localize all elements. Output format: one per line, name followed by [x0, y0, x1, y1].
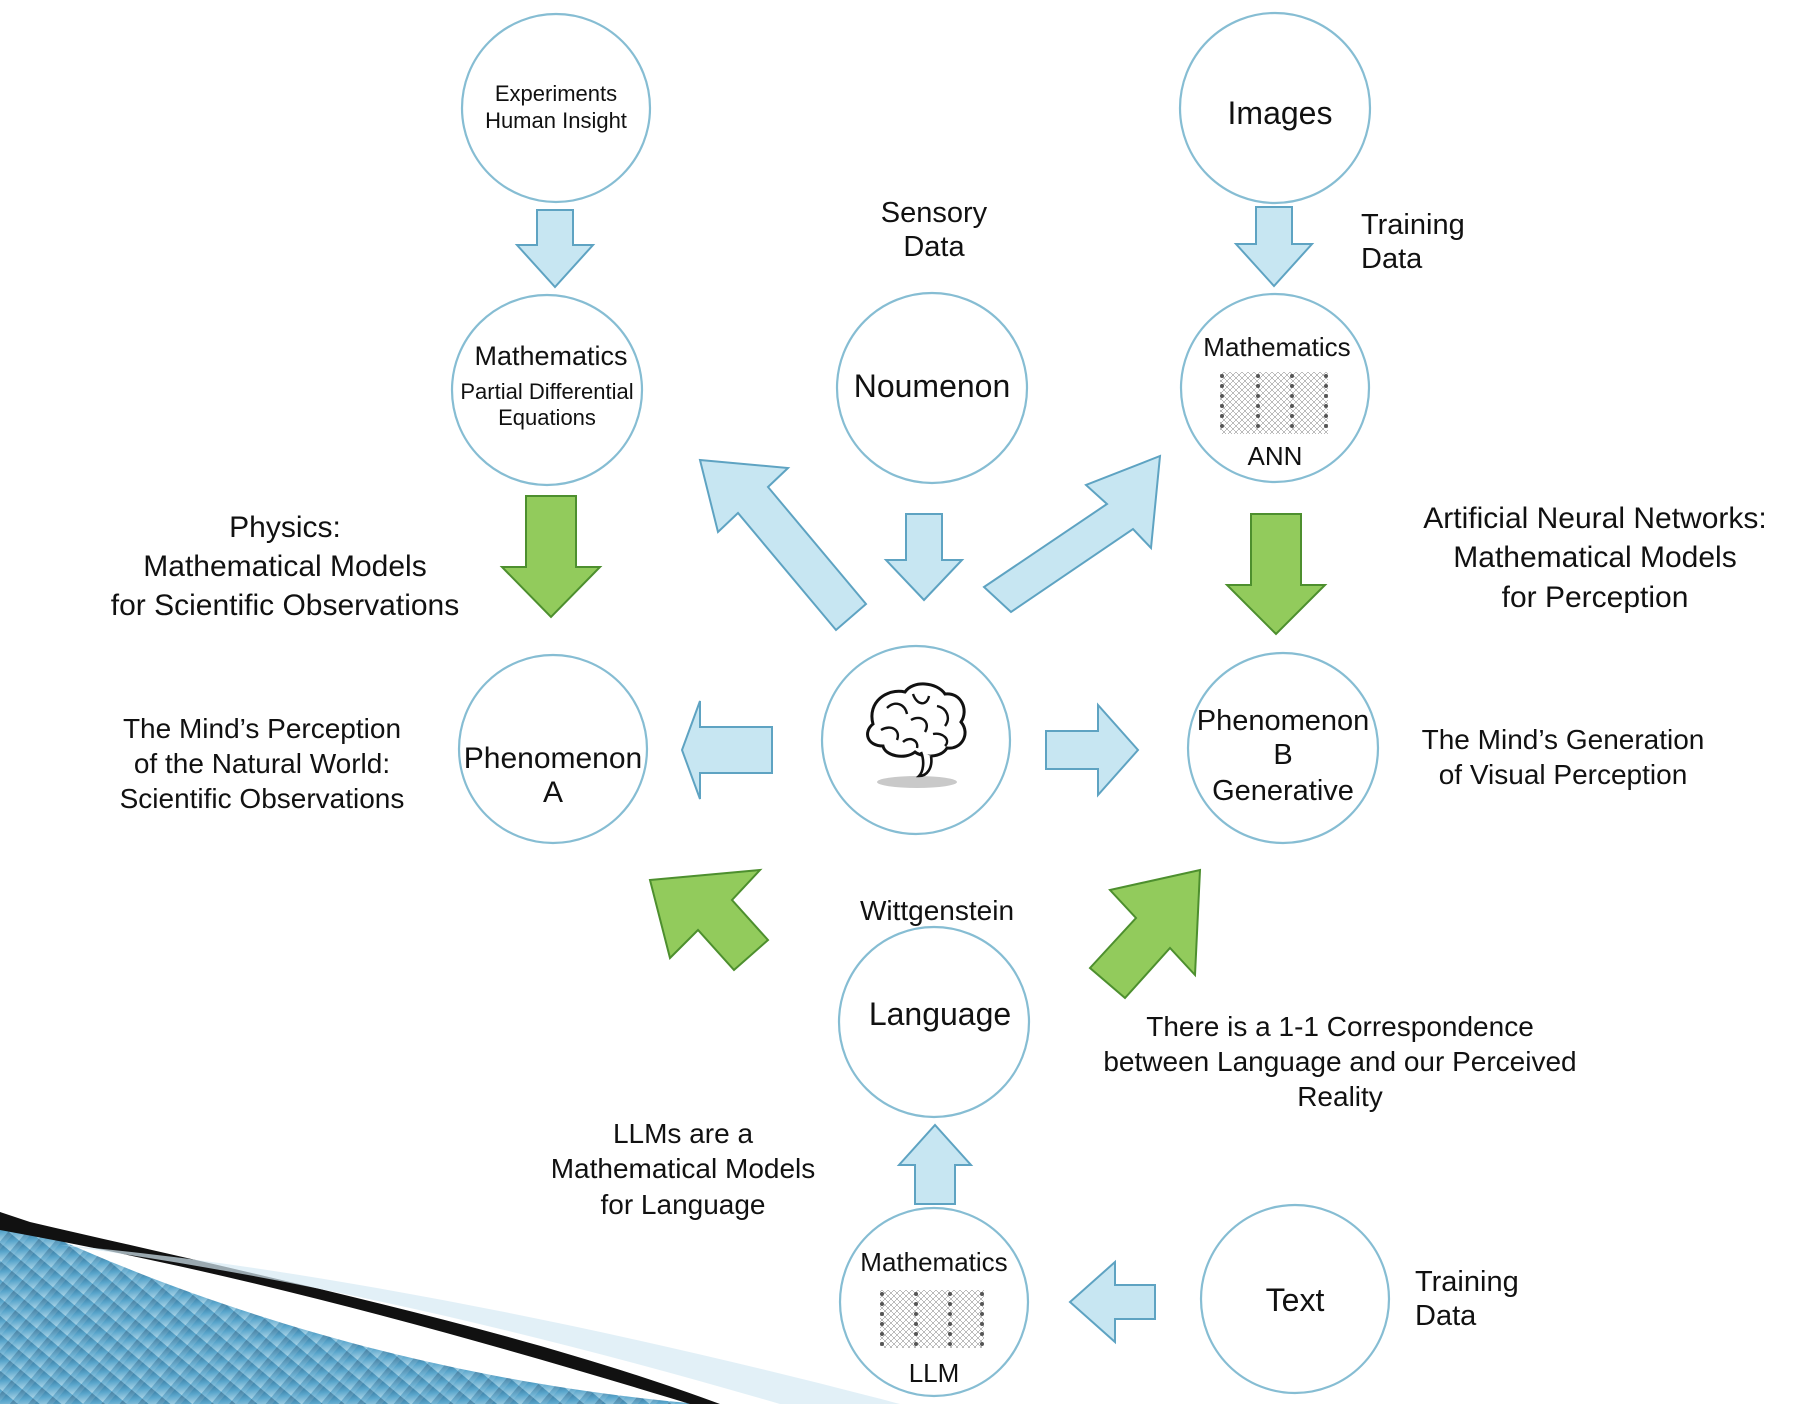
arrow-brain-to-math-ann: [982, 454, 1162, 614]
label-ann-models-line-3: for Perception: [1502, 581, 1689, 614]
brain-icon: [866, 682, 967, 788]
node-language: Language: [837, 925, 1031, 1119]
node-phenomenon-a-line-2: A: [543, 776, 563, 809]
neural-network-icon: [880, 1290, 984, 1348]
arrow-language-to-phenomenon-b: [1088, 868, 1202, 1000]
label-ann-models-line-1: Artificial Neural Networks:: [1423, 502, 1766, 535]
arrow-noumenon-to-brain: [883, 513, 965, 602]
node-images: Images: [1178, 11, 1372, 205]
arrow-language-to-phenomenon-a: [648, 868, 770, 972]
arrow-images-to-math: [1233, 206, 1315, 288]
label-llm-models-line-2: Mathematical Models: [551, 1153, 816, 1184]
node-phenomenon-b-line-2: B: [1273, 739, 1292, 771]
arrow-brain-to-math-pde: [698, 458, 868, 632]
label-training-data-top-line-1: Training: [1361, 209, 1465, 241]
node-math-pde-line-2: Equations: [498, 405, 596, 430]
node-text: Text: [1199, 1203, 1391, 1395]
label-mind-perception-line-3: Scientific Observations: [120, 783, 405, 814]
label-physics: Physics: Mathematical Models for Scienti…: [111, 511, 459, 622]
label-llm-models: LLMs are a Mathematical Models for Langu…: [551, 1118, 816, 1220]
node-math-pde: Mathematics Partial Differential Equatio…: [450, 293, 644, 487]
corner-swoosh-decoration: [0, 1212, 900, 1404]
label-mind-generation-line-2: of Visual Perception: [1439, 759, 1688, 790]
node-math-llm-sub: LLM: [909, 1358, 960, 1388]
arrow-math-pde-to-phenomenon-a: [499, 495, 603, 619]
label-sensory-data-line-2: Data: [903, 231, 965, 263]
arrow-llm-to-language: [896, 1123, 974, 1205]
label-llm-models-line-1: LLMs are a: [613, 1118, 753, 1149]
node-phenomenon-a-line-1: Phenomenon: [464, 742, 642, 775]
label-training-data-bottom-line-1: Training: [1415, 1266, 1519, 1298]
label-training-data-bottom-line-2: Data: [1415, 1300, 1477, 1332]
arrow-experiments-to-math: [514, 209, 596, 289]
label-ann-models: Artificial Neural Networks: Mathematical…: [1423, 502, 1766, 614]
node-experiments: Experiments Human Insight: [460, 12, 652, 204]
label-mind-perception-line-1: The Mind’s Perception: [123, 713, 401, 744]
arrow-text-to-llm: [1068, 1259, 1156, 1345]
arrow-brain-to-phenomenon-a: [680, 700, 773, 800]
label-physics-line-3: for Scientific Observations: [111, 589, 459, 622]
node-brain: [820, 644, 1012, 836]
label-ann-models-line-2: Mathematical Models: [1453, 541, 1736, 574]
node-noumenon: Noumenon: [835, 291, 1029, 485]
label-wittgenstein: Wittgenstein: [860, 895, 1014, 926]
label-mind-perception: The Mind’s Perception of the Natural Wor…: [120, 713, 405, 814]
node-phenomenon-b-line-1: Phenomenon: [1197, 705, 1370, 737]
node-phenomenon-b-line-3: Generative: [1212, 775, 1354, 807]
arrow-math-ann-to-phenomenon-b: [1224, 513, 1328, 636]
arrow-brain-to-phenomenon-b: [1045, 702, 1140, 798]
label-physics-line-2: Mathematical Models: [143, 550, 426, 583]
node-phenomenon-a: Phenomenon A: [457, 653, 649, 845]
node-images-label: Images: [1228, 95, 1333, 131]
node-math-ann-sub: ANN: [1248, 441, 1303, 471]
node-text-label: Text: [1266, 1282, 1325, 1318]
label-mind-perception-line-2: of the Natural World:: [134, 748, 390, 779]
label-correspondence-line-1: There is a 1-1 Correspondence: [1146, 1011, 1534, 1042]
node-math-ann: Mathematics ANN: [1179, 292, 1371, 484]
label-mind-generation: The Mind’s Generation of Visual Percepti…: [1422, 724, 1705, 790]
neural-network-icon: [1220, 372, 1328, 434]
node-experiments-line-1: Experiments: [495, 81, 617, 106]
label-mind-generation-line-1: The Mind’s Generation: [1422, 724, 1705, 755]
label-training-data-top: Training Data: [1361, 209, 1465, 275]
label-wittgenstein-text: Wittgenstein: [860, 895, 1014, 926]
label-correspondence: There is a 1-1 Correspondence between La…: [1103, 1011, 1576, 1112]
label-training-data-top-line-2: Data: [1361, 243, 1423, 275]
node-math-pde-line-1: Partial Differential: [460, 379, 633, 404]
label-physics-line-1: Physics:: [229, 511, 341, 544]
node-phenomenon-b: Phenomenon B Generative: [1186, 651, 1380, 845]
label-correspondence-line-2: between Language and our Perceived: [1103, 1046, 1576, 1077]
label-training-data-bottom: Training Data: [1415, 1266, 1519, 1332]
label-sensory-data-line-1: Sensory: [881, 197, 988, 229]
node-math-llm-title: Mathematics: [860, 1247, 1007, 1277]
label-llm-models-line-3: for Language: [600, 1189, 765, 1220]
node-language-label: Language: [869, 996, 1011, 1032]
node-math-pde-title: Mathematics: [474, 341, 627, 371]
label-sensory-data: Sensory Data: [881, 197, 988, 263]
node-noumenon-label: Noumenon: [854, 368, 1011, 404]
node-math-ann-title: Mathematics: [1203, 332, 1350, 362]
node-math-llm: Mathematics LLM: [838, 1206, 1030, 1398]
node-experiments-line-2: Human Insight: [485, 108, 627, 133]
label-correspondence-line-3: Reality: [1297, 1081, 1383, 1112]
